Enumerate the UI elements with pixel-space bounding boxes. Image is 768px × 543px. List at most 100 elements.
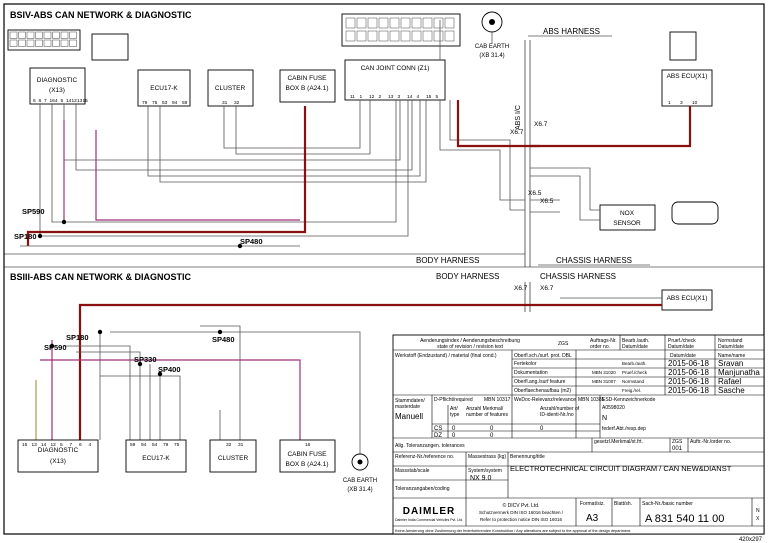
pin-number: 13	[77, 98, 83, 104]
tb-wedoc: WeDoc-Relevanz/relevance	[514, 397, 576, 403]
tb-flag: N	[602, 415, 607, 422]
can-joint-box	[344, 59, 446, 101]
joint-pin-cell	[378, 30, 389, 42]
pin-number: 6	[33, 98, 36, 104]
tb-row-date: 2015-06-18	[668, 359, 709, 368]
pin-number: 7	[70, 442, 73, 448]
tb-zgs2: ZGS	[672, 439, 683, 445]
tb-copyright: © DICV Pvt. Ltd.	[503, 502, 540, 509]
tb-benennung: Benennung/title	[510, 454, 545, 460]
joint-pin-cell	[389, 30, 400, 42]
tb-row-role: Bearb./auth.	[622, 361, 647, 366]
joint-pin-cell	[422, 30, 433, 42]
cluster-top-box	[207, 69, 254, 107]
tb-rev-de: Aenderungsindex / Aenderungsbeschreibung	[420, 338, 520, 344]
pin-number: 1	[668, 100, 671, 106]
tb-row-label: Oberflaechenaufbau (m2)	[514, 388, 571, 394]
tb-tolerances: Allg. Toleranzangen. tolerances	[395, 443, 465, 449]
diag-bottom-label: DIAGNOSTIC	[38, 447, 79, 454]
tb-row-date: 2015-06-18	[668, 386, 709, 395]
sp180-bottom-dot	[97, 329, 103, 335]
joint-pin-cell	[444, 17, 455, 29]
tb-tol-coding: Toleranzangaben/coding	[395, 486, 450, 492]
cluster-top-label: CLUSTER	[215, 85, 246, 92]
sp480-top-dot	[237, 243, 243, 249]
abs-ecu-top-label: ABS ECU(X1)	[667, 73, 708, 80]
x67b-label: X6.7	[534, 121, 548, 128]
tb-feder: federf.Abt./resp.dep	[602, 426, 646, 432]
cab-earth-bottom-hole	[357, 459, 363, 465]
ecu-top-box	[137, 69, 191, 107]
nox-sensor-sub: SENSOR	[613, 220, 641, 227]
tb-row-date: 2015-06-18	[668, 368, 709, 377]
pin-number: 4	[55, 98, 58, 104]
sheet-size-label: 420x297	[739, 537, 763, 543]
fuse-bottom-sub: BOX B (A24.1)	[286, 461, 329, 468]
sp590-bottom-dot	[49, 343, 55, 349]
x65a-label: X6.5	[528, 190, 542, 197]
diag-pin-cell	[60, 39, 69, 47]
tb-checker-1: Pruef./check	[668, 338, 696, 344]
abs-ecu-bottom-label: ABS ECU(X1)	[667, 295, 708, 302]
pin-number: 4	[417, 94, 420, 100]
pin-number: 75	[152, 100, 158, 106]
tb-datum-header: Datum/date	[670, 353, 696, 359]
x67c-label: X6.7	[514, 285, 528, 292]
tb-ref: Referenz-Nr./reference no.	[395, 454, 454, 460]
cab-earth-bottom-label: CAB EARTH	[343, 478, 377, 484]
pin-number: 12	[51, 442, 57, 448]
tb-cs-art: 0	[452, 426, 456, 432]
pin-number: 31	[222, 100, 228, 106]
pin-number: 2	[379, 94, 382, 100]
pin-number: 15	[426, 94, 432, 100]
joint-pin-cell	[400, 30, 411, 42]
pin-number: 13	[388, 94, 394, 100]
diag-top-label: DIAGNOSTIC	[37, 77, 78, 84]
fuse-top-label: CABIN FUSE	[287, 75, 327, 82]
pin-number: 3	[398, 94, 401, 100]
tb-mbn2: MBN 10385	[578, 397, 605, 403]
pin-number: 94	[172, 100, 178, 106]
tb-designer-2: Datum/date	[622, 344, 648, 350]
tb-format: A3	[586, 513, 599, 524]
joint-pin-cell	[356, 30, 367, 42]
pin-number: 53	[162, 100, 168, 106]
tb-row-mbn: MBN 31020	[592, 370, 616, 375]
pin-number: 5	[61, 98, 64, 104]
tb-row-label: Fertekolor	[514, 361, 537, 367]
pin-number: 4	[89, 442, 92, 448]
ecu-top-connector-face	[91, 33, 129, 61]
tb-order-de: Auftrags-Nr.	[590, 338, 617, 344]
cab-earth-top-hole	[489, 19, 495, 25]
fuse-top-box	[279, 69, 336, 103]
abs-ecu-bottom-box	[661, 289, 713, 311]
tb-row-role: Pruef./check	[622, 370, 648, 375]
pin-number: 75	[174, 442, 180, 448]
joint-pin-cell	[422, 17, 433, 29]
tb-anz-merk-1: Anzahl Merkmal/	[466, 406, 504, 412]
abs-harness-label: ABS HARNESS	[543, 27, 600, 36]
diag-pin-cell	[35, 31, 43, 39]
x67d-label: X6.7	[540, 285, 554, 292]
x65b-label: X6.5	[540, 198, 554, 205]
pin-number: 10	[692, 100, 698, 106]
diag-pin-cell	[26, 39, 35, 47]
joint-pin-cell	[411, 17, 422, 29]
diag-pin-cell	[60, 31, 69, 39]
pin-number: 7	[44, 98, 47, 104]
tb-standard-2: Datum/date	[718, 344, 744, 350]
abs-ecu-top-connector-face	[669, 31, 697, 61]
joint-pin-cell	[367, 17, 378, 29]
pin-number: 31	[238, 442, 244, 448]
tb-esd: ESD-Kennzeichnerkode	[602, 397, 656, 403]
ecu-bottom-label: ECU17-K	[142, 455, 170, 462]
tb-zgs-val: 001	[672, 446, 683, 452]
diag-pin-cell	[9, 31, 18, 39]
sp180-bottom-label: SP180	[66, 333, 89, 342]
ecu-bottom-box	[125, 439, 187, 473]
pin-number: 5	[60, 442, 63, 448]
tb-system-val: NX 9.0	[470, 475, 492, 482]
pin-number: 14	[66, 98, 72, 104]
diag-pin-cell	[18, 39, 26, 47]
